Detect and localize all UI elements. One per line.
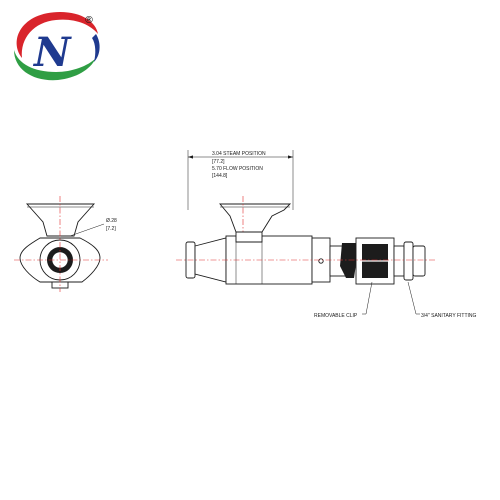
flow-position-label: 5.70 FLOW POSITION bbox=[212, 166, 263, 172]
collar-screw bbox=[318, 258, 324, 264]
removable-clip-label: REMOVABLE CLIP bbox=[314, 313, 358, 319]
dimension-arrow-right bbox=[288, 155, 293, 159]
fitting-neck bbox=[393, 245, 405, 277]
registered-mark: ® bbox=[84, 15, 94, 26]
end-view-funnel bbox=[25, 203, 96, 237]
sanitary-fitting-flange bbox=[403, 241, 414, 281]
dimension-block: 3.04 STEAM POSITION [77.2] 5.70 FLOW POS… bbox=[187, 150, 294, 210]
side-view: 3.04 STEAM POSITION [77.2] 5.70 FLOW POS… bbox=[176, 150, 477, 319]
cup-neck bbox=[235, 231, 263, 243]
diameter-mm-label: [7.2] bbox=[106, 226, 116, 232]
dimension-arrow-left bbox=[188, 155, 193, 159]
logo-green-arc bbox=[14, 50, 96, 81]
side-view-cup bbox=[219, 203, 292, 233]
steam-position-label: 3.04 STEAM POSITION bbox=[212, 151, 266, 157]
diameter-leader bbox=[69, 223, 105, 237]
brand-logo: N ® bbox=[14, 12, 100, 81]
removable-clip bbox=[340, 243, 358, 278]
logo-red-arc bbox=[16, 12, 99, 58]
steam-position-mm: [77.2] bbox=[212, 159, 225, 165]
diameter-label: Ø.28 bbox=[106, 218, 117, 224]
sanitary-fitting-end bbox=[412, 245, 426, 277]
sanitary-fitting-label: 3/4" SANITARY FITTING bbox=[421, 313, 477, 319]
end-view: Ø.28 [7.2] bbox=[14, 196, 117, 292]
logo-letter: N bbox=[32, 29, 72, 76]
flow-position-mm: [144.8] bbox=[212, 173, 228, 179]
clip-leader bbox=[365, 281, 373, 315]
logo-navy-arc bbox=[92, 34, 100, 62]
fitting-leader bbox=[407, 281, 417, 315]
